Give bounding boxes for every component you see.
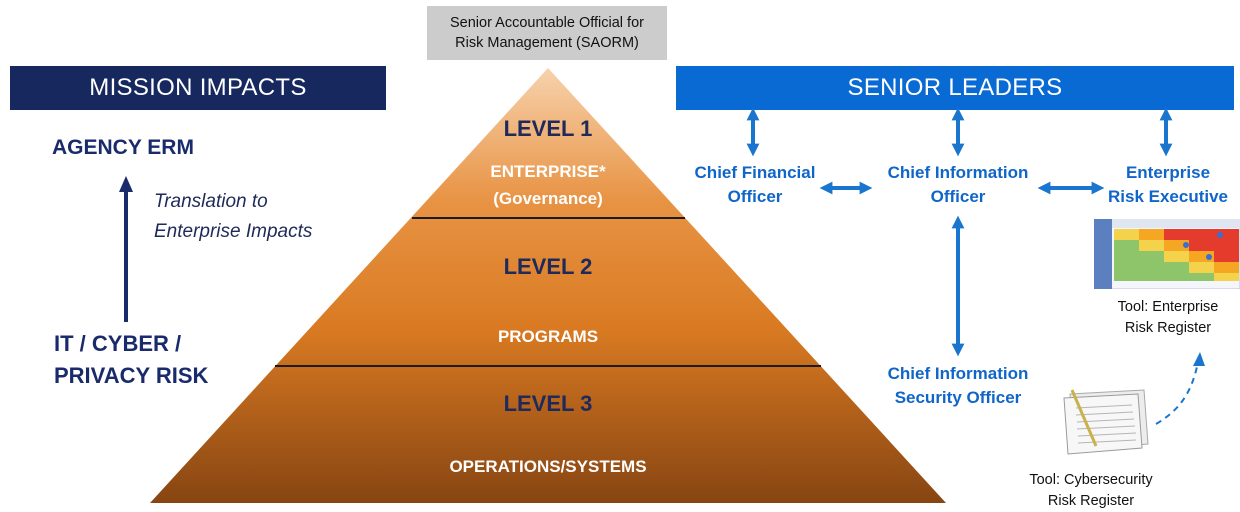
pyramid-shape bbox=[150, 68, 946, 503]
level2-label: LEVEL 2 bbox=[503, 254, 593, 279]
programs-label: PROGRAMS bbox=[497, 327, 599, 346]
agency-erm-label: AGENCY ERM bbox=[52, 136, 194, 159]
cyber-tool-line1: Tool: Cybersecurity bbox=[1029, 472, 1153, 488]
up-arrow-icon bbox=[119, 176, 133, 322]
heatmap-cells bbox=[1114, 229, 1239, 281]
enterprise-label: ENTERPRISE* bbox=[490, 162, 606, 181]
translation-text: Translation to Enterprise Impacts bbox=[154, 187, 312, 247]
level1-label: LEVEL 1 bbox=[503, 116, 593, 141]
saorm-line2: Risk Management (SAORM) bbox=[455, 35, 639, 51]
risk-line2: PRIVACY RISK bbox=[54, 363, 209, 388]
enterprise-tool-label: Tool: Enterprise Risk Register bbox=[1098, 297, 1238, 339]
cybersecurity-tool-label: Tool: Cybersecurity Risk Register bbox=[1016, 470, 1166, 512]
it-cyber-privacy-risk-label: IT / CYBER / PRIVACY RISK bbox=[54, 328, 208, 392]
cio-line2: Officer bbox=[930, 187, 986, 206]
cybersecurity-register-document-icon bbox=[1063, 389, 1149, 455]
senior-leaders-banner: SENIOR LEADERS bbox=[676, 66, 1234, 110]
ere-line2: Risk Executive bbox=[1107, 187, 1228, 206]
translation-line2: Enterprise Impacts bbox=[154, 221, 313, 242]
dashed-arrowhead-icon bbox=[1193, 352, 1205, 366]
translation-line1: Translation to bbox=[154, 191, 268, 212]
ere-label: Enterprise Risk Executive bbox=[1098, 161, 1238, 209]
cio-label: Chief Information Officer bbox=[868, 161, 1048, 209]
mission-impacts-banner: MISSION IMPACTS bbox=[10, 66, 386, 110]
cfo-line1: Chief Financial bbox=[694, 163, 816, 182]
ciso-label: Chief Information Security Officer bbox=[868, 362, 1048, 410]
level3-label: LEVEL 3 bbox=[503, 391, 593, 416]
ciso-line2: Security Officer bbox=[894, 388, 1022, 407]
ere-line1: Enterprise bbox=[1125, 163, 1211, 182]
governance-label: (Governance) bbox=[493, 189, 603, 208]
enterprise-risk-register-thumbnail bbox=[1094, 219, 1240, 289]
enterprise-tool-line1: Tool: Enterprise bbox=[1117, 299, 1219, 315]
operations-label: OPERATIONS/SYSTEMS bbox=[449, 457, 647, 476]
risk-line1: IT / CYBER / bbox=[54, 331, 182, 356]
cyber-tool-line2: Risk Register bbox=[1047, 493, 1135, 509]
enterprise-tool-line2: Risk Register bbox=[1124, 320, 1212, 336]
cfo-line2: Officer bbox=[727, 187, 783, 206]
cfo-label: Chief Financial Officer bbox=[680, 161, 830, 209]
ciso-line1: Chief Information bbox=[887, 364, 1029, 383]
dashed-curve-arrow-icon bbox=[1155, 361, 1199, 425]
cio-line1: Chief Information bbox=[887, 163, 1029, 182]
saorm-line1: Senior Accountable Official for bbox=[450, 15, 644, 31]
senior-leaders-label: SENIOR LEADERS bbox=[847, 74, 1063, 101]
mission-impacts-label: MISSION IMPACTS bbox=[89, 74, 307, 101]
saorm-box: Senior Accountable Official for Risk Man… bbox=[427, 6, 667, 60]
